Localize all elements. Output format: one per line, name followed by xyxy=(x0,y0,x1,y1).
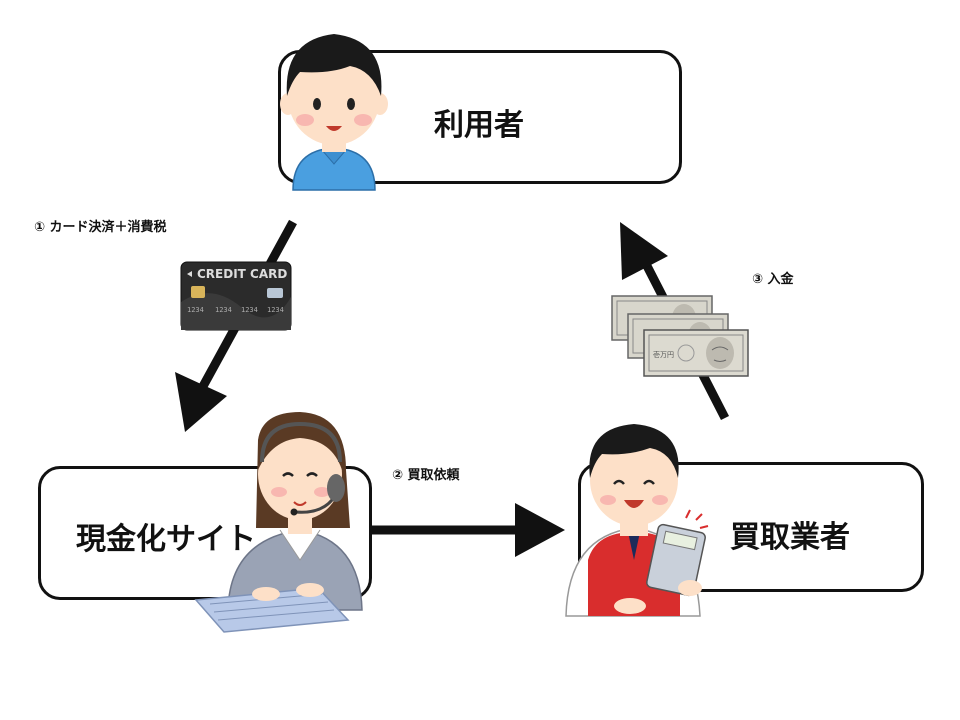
shop-clerk-with-calculator-icon xyxy=(565,424,709,617)
boy-person-icon xyxy=(280,34,388,191)
credit-card-icon: CREDIT CARD 1234 1234 1234 1234 xyxy=(180,261,292,331)
card-number-3: 1234 xyxy=(241,306,258,314)
card-number-1: 1234 xyxy=(187,306,204,314)
step-2-label: ② 買取依頼 xyxy=(392,468,460,483)
site-label: 現金化サイト xyxy=(76,522,256,557)
card-text: CREDIT CARD xyxy=(197,267,287,281)
ten-thousand-yen-bills-icon: 壱万円 xyxy=(611,295,749,377)
step-1-label: ① カード決済＋消費税 xyxy=(34,220,167,235)
bill-text: 壱万円 xyxy=(653,350,674,359)
buyer-label: 買取業者 xyxy=(730,520,850,555)
user-label: 利用者 xyxy=(434,108,524,143)
card-number-4: 1234 xyxy=(267,306,284,314)
arrow-site-to-buyer xyxy=(372,503,565,557)
card-number-2: 1234 xyxy=(215,306,232,314)
step-3-label: ③ 入金 xyxy=(752,272,794,287)
call-center-operator-icon xyxy=(194,412,363,633)
